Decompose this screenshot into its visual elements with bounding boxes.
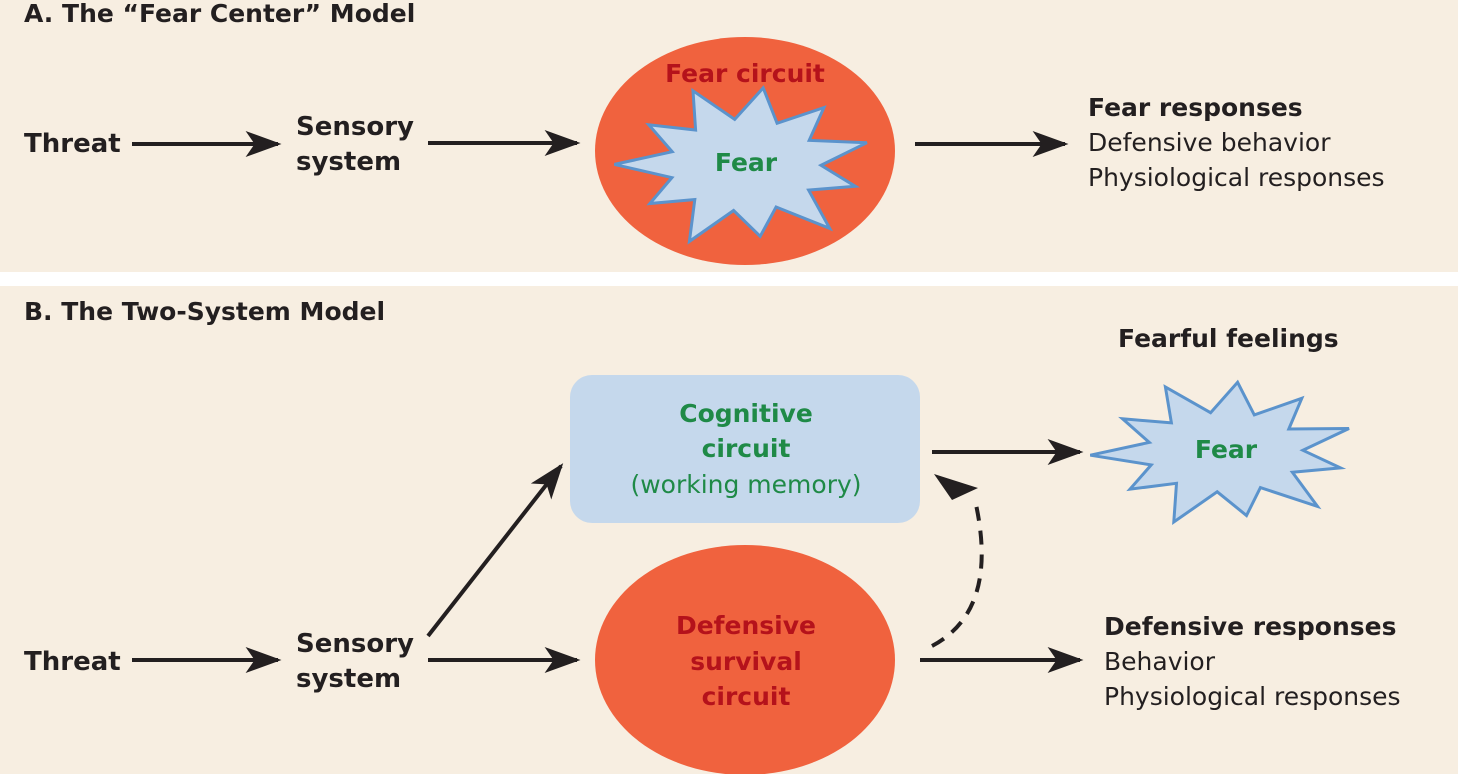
- panel-b-cognitive-label-line1: Cognitive: [679, 399, 813, 428]
- panel-a-response-defensive-behavior: Defensive behavior: [1088, 128, 1331, 157]
- panel-a-sensory-label-line1: Sensory: [296, 112, 414, 142]
- panel-a-response-physiological: Physiological responses: [1088, 163, 1385, 192]
- panel-a-title: A. The “Fear Center” Model: [24, 0, 415, 28]
- panel-b-defensive-label-line2: survival: [690, 647, 802, 676]
- panel-b-title: B. The Two-System Model: [24, 297, 385, 326]
- panel-b-defensive-circuit-ellipse: [595, 545, 895, 774]
- panel-b-dashed-arrow-head: [934, 474, 978, 500]
- panel-b-fear-burst: [1089, 379, 1350, 526]
- panel-b-sensory-label-line2: system: [296, 664, 401, 694]
- panel-b-dashed-arrow-defensive-to-cognitive: [931, 499, 984, 648]
- panel-b-defensive-responses-title: Defensive responses: [1104, 612, 1397, 641]
- panel-b-arrow-sensory-to-cognitive: [426, 463, 564, 638]
- panel-b-cognitive-circuit-box: [570, 375, 920, 523]
- panel-b-response-physiological: Physiological responses: [1104, 682, 1401, 711]
- panel-a-threat-label: Threat: [24, 129, 121, 159]
- panel-a-fear-circuit-label: Fear circuit: [665, 59, 825, 88]
- panel-a-fear-burst: [614, 85, 868, 245]
- panel-b-response-behavior: Behavior: [1104, 647, 1216, 676]
- panel-b-cognitive-label-line2: circuit: [702, 434, 791, 463]
- panel-a-sensory-label-line2: system: [296, 147, 401, 177]
- panel-b-defensive-label-line3: circuit: [702, 682, 791, 711]
- panel-a-fear-responses-title: Fear responses: [1088, 93, 1303, 122]
- panel-b-cognitive-label-line3: (working memory): [630, 470, 861, 499]
- panel-b-threat-label: Threat: [24, 647, 121, 677]
- panel-b-defensive-label-line1: Defensive: [676, 611, 816, 640]
- panel-b-fearful-feelings-title: Fearful feelings: [1118, 324, 1339, 353]
- panel-b-fear-label: Fear: [1195, 435, 1258, 464]
- panel-a-fear-label: Fear: [715, 148, 778, 177]
- panel-b-sensory-label-line1: Sensory: [296, 629, 414, 659]
